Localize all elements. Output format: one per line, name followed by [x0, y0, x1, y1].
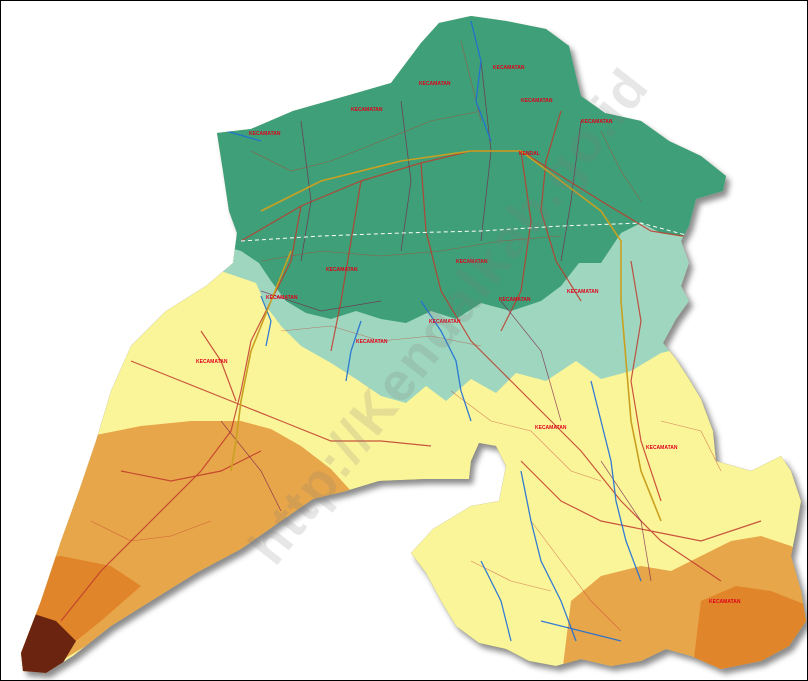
- district-label: KECAMATAN: [646, 445, 678, 451]
- roads: [60, 110, 762, 622]
- district-label: KECAMATAN: [249, 131, 281, 137]
- district-label: KECAMATAN: [326, 267, 358, 273]
- district-label: KECAMATAN: [266, 295, 298, 301]
- trunk-road: [260, 150, 662, 522]
- district-label: KECAMATAN: [351, 107, 383, 113]
- district-label: KECAMATAN: [521, 98, 553, 104]
- district-label: KECAMATAN: [456, 259, 488, 265]
- district-borders: [220, 60, 652, 582]
- district-label: KECAMATAN: [709, 599, 741, 605]
- highway: [240, 222, 702, 242]
- city-label: KENDAL: [519, 151, 540, 157]
- district-labels: KECAMATAN KECAMATAN KECAMATAN KECAMATAN …: [196, 65, 741, 605]
- district-label: KECAMATAN: [535, 425, 567, 431]
- district-label: KECAMATAN: [356, 339, 388, 345]
- minor-roads: [90, 40, 722, 632]
- trunk-road-west: [230, 250, 292, 472]
- district-label: KECAMATAN: [499, 297, 531, 303]
- zone-lowland: [201, 16, 806, 323]
- district-label: KECAMATAN: [581, 119, 613, 125]
- district-label: KECAMATAN: [429, 319, 461, 325]
- district-label: KECAMATAN: [419, 81, 451, 87]
- district-label: KECAMATAN: [196, 359, 228, 365]
- district-label: KECAMATAN: [493, 65, 525, 71]
- zone-mountain: [21, 613, 76, 673]
- district-label: KECAMATAN: [567, 289, 599, 295]
